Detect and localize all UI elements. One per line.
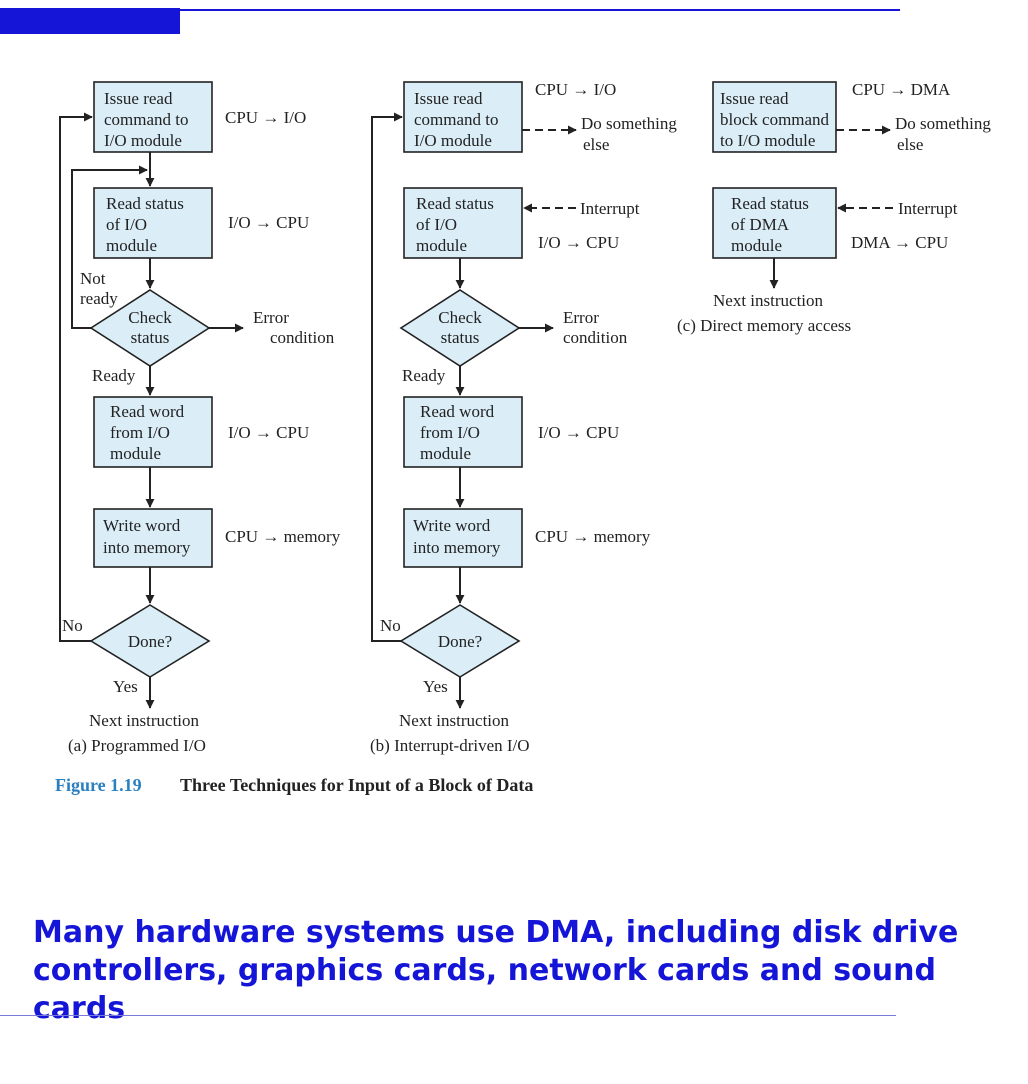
dma-usage-note: Many hardware systems use DMA, including… (33, 915, 959, 1026)
issue-read-box (712, 81, 837, 153)
issue-read-note: CPU → I/O (225, 108, 306, 127)
caption-a: (a) Programmed I/O (68, 736, 206, 755)
done-label: Done? (438, 632, 482, 651)
read-word-note: I/O → CPU (228, 423, 309, 442)
interrupt-label: Interrupt (898, 199, 958, 218)
read-status-note: DMA → CPU (851, 233, 948, 252)
no-label: No (380, 616, 401, 635)
read-status-note: I/O → CPU (228, 213, 309, 232)
footer-rule (0, 1015, 896, 1016)
write-word-box (403, 508, 523, 568)
next-instruction-label: Next instruction (713, 291, 824, 310)
read-word-box (403, 396, 523, 468)
no-label: No (62, 616, 83, 635)
header-accent-block (0, 8, 180, 34)
figure-title: Three Techniques for Input of a Block of… (180, 775, 533, 795)
ready-label: Ready (402, 366, 446, 385)
interrupt-label: Interrupt (580, 199, 640, 218)
issue-read-box (93, 81, 213, 153)
read-status-box (93, 187, 213, 259)
read-status-box (403, 187, 523, 259)
read-word-box (93, 396, 213, 468)
read-word-note: I/O → CPU (538, 423, 619, 442)
issue-read-note: CPU → DMA (852, 80, 951, 99)
caption-c: (c) Direct memory access (677, 316, 851, 335)
flow-arrows-b (371, 112, 577, 709)
yes-label: Yes (423, 677, 448, 696)
done-label: Done? (128, 632, 172, 651)
next-instruction-label: Next instruction (89, 711, 200, 730)
issue-read-note: CPU → I/O (535, 80, 616, 99)
yes-label: Yes (113, 677, 138, 696)
ready-label: Ready (92, 366, 136, 385)
header-rule (180, 9, 900, 11)
caption-b: (b) Interrupt-driven I/O (370, 736, 530, 755)
figure-number: Figure 1.19 (55, 775, 142, 795)
flow-arrows-c (769, 125, 893, 289)
flow-arrows-a (59, 112, 244, 709)
issue-read-box (403, 81, 523, 153)
next-instruction-label: Next instruction (399, 711, 510, 730)
read-status-note: I/O → CPU (538, 233, 619, 252)
write-word-note: CPU → memory (535, 527, 651, 546)
write-word-box (93, 508, 213, 568)
write-word-note: CPU → memory (225, 527, 341, 546)
read-status-box (712, 187, 837, 259)
